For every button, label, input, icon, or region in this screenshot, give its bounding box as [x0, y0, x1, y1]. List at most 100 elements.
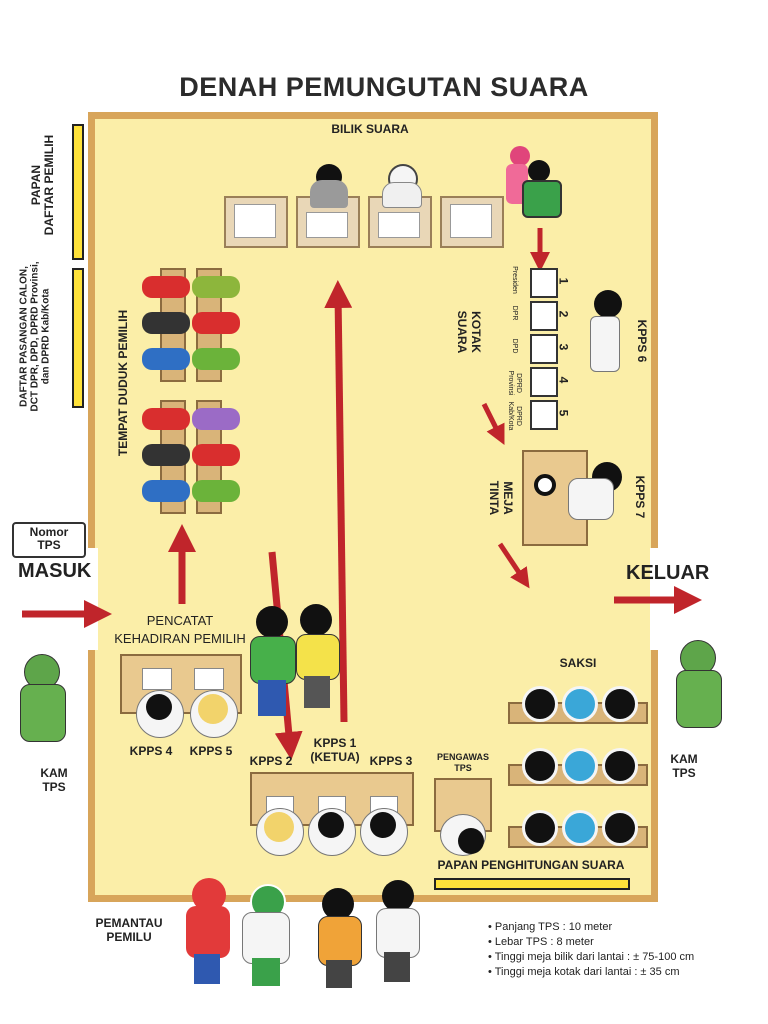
arrow-ink-to-exit	[497, 542, 530, 589]
saksi-witness-icon	[602, 686, 638, 722]
observer-body-icon	[186, 906, 230, 958]
seated-voter-icon	[142, 408, 190, 430]
security-body-icon	[676, 670, 722, 728]
pemantau-pemilu-label: PEMANTAU PEMILU	[95, 916, 163, 944]
pengawas-tps-label: PENGAWAS TPS	[436, 752, 489, 773]
ink-bottle-icon	[534, 474, 556, 496]
arrow-to-booths	[324, 280, 353, 723]
observer-body-icon	[242, 912, 290, 964]
dimension-note: Tinggi meja bilik dari lantai : ± 75-100…	[488, 950, 694, 965]
observer-head-icon	[382, 880, 414, 912]
saksi-witness-icon	[562, 810, 598, 846]
walking-voter-legs-icon	[304, 676, 330, 708]
voting-booth-4	[440, 196, 504, 248]
bilik-suara-label: BILIK SUARA	[331, 122, 409, 136]
seated-voter-icon	[192, 348, 240, 370]
voter-body-icon	[310, 180, 348, 208]
walking-voter-body-icon	[250, 636, 296, 684]
observer-body-icon	[318, 916, 362, 966]
ballot-box-icon	[530, 367, 558, 397]
wheelchair-icon	[522, 180, 562, 218]
masuk-label: MASUK	[18, 560, 92, 582]
seated-voter-icon	[142, 480, 190, 502]
saksi-area	[508, 676, 648, 848]
keluar-label: KELUAR	[626, 562, 710, 584]
companion-hijab-icon	[510, 146, 530, 166]
saksi-witness-icon	[522, 748, 558, 784]
kpps6-body-icon	[590, 316, 620, 372]
seated-voter-icon	[192, 408, 240, 430]
ink-table	[522, 450, 588, 546]
saksi-witness-icon	[522, 810, 558, 846]
ballot-box-icon	[530, 400, 558, 430]
kpps5-label: KPPS 5	[189, 744, 233, 758]
seated-voter-icon	[192, 444, 240, 466]
kpps6-label: KPPS 6	[635, 319, 649, 363]
seated-voter-icon	[142, 348, 190, 370]
ballot-box-number: 4	[556, 376, 571, 384]
walking-voter-head-icon	[300, 604, 332, 636]
dimension-note: Panjang TPS : 10 meter	[488, 920, 694, 935]
papan-penghitungan-label: PAPAN PENGHITUNGAN SUARA	[437, 858, 625, 872]
observer-legs-icon	[252, 958, 280, 986]
kpps3-label: KPPS 3	[369, 754, 413, 768]
saksi-witness-icon	[522, 686, 558, 722]
seated-voter-icon	[192, 276, 240, 298]
kotak-suara-label: KOTAK SUARA	[455, 310, 483, 354]
nomor-tps-label: Nomor TPS	[29, 525, 69, 552]
kam-tps-right-label: KAM TPS	[670, 752, 698, 780]
pengawas-head-icon	[458, 828, 484, 854]
kpps4-label: KPPS 4	[129, 744, 173, 758]
diagram-title: DENAH PEMUNGUTAN SUARA	[179, 72, 589, 102]
seated-voter-icon	[192, 480, 240, 502]
papan-daftar-pemilih-board	[72, 124, 84, 260]
arrow-box-to-ink	[481, 402, 505, 445]
kpps4-head-icon	[146, 694, 172, 720]
seated-voter-icon	[142, 312, 190, 334]
dimension-notes: Panjang TPS : 10 meterLebar TPS : 8 mete…	[488, 920, 694, 980]
kpps6-head-icon	[594, 290, 622, 318]
observer-legs-icon	[326, 960, 352, 988]
tempat-duduk-pemilih-label: TEMPAT DUDUK PEMILIH	[116, 309, 130, 457]
seated-voter-icon	[192, 312, 240, 334]
kam-tps-left-label: KAM TPS	[40, 766, 68, 794]
kpps1-label: KPPS 1 (KETUA)	[310, 736, 360, 764]
ballot-box-number: 3	[556, 343, 571, 351]
kpps7-label: KPPS 7	[633, 475, 647, 519]
ballot-box-icon	[530, 301, 558, 331]
security-body-icon	[20, 684, 66, 742]
ballot-box-icon	[530, 268, 558, 298]
ballot-box-number: 5	[556, 409, 571, 417]
ballot-box-type-label: DPRD Kab/Kota	[507, 401, 522, 431]
kpps2-label: KPPS 2	[249, 754, 293, 768]
ballot-box-icon	[530, 334, 558, 364]
wheelchair-voter-head-icon	[528, 160, 550, 182]
seated-voter-icon	[142, 276, 190, 298]
saksi-witness-icon	[562, 686, 598, 722]
kpps2-hijab-icon	[264, 812, 294, 842]
nomor-tps-sign: Nomor TPS	[12, 522, 86, 558]
observer-head-icon	[322, 888, 354, 920]
walking-voter-head-icon	[256, 606, 288, 638]
saksi-label: SAKSI	[559, 656, 597, 670]
ballot-box-5: DPRD Kab/Kota 5	[507, 400, 578, 430]
dimension-note: Tinggi meja kotak dari lantai : ± 35 cm	[488, 965, 694, 980]
walking-voter-body-icon	[296, 634, 340, 680]
saksi-witness-icon	[602, 810, 638, 846]
observer-body-icon	[376, 908, 420, 958]
ballot-box-number: 2	[556, 310, 571, 318]
daftar-pasangan-board	[72, 268, 84, 408]
seated-voter-icon	[142, 444, 190, 466]
saksi-witness-icon	[602, 748, 638, 784]
dimension-note: Lebar TPS : 8 meter	[488, 935, 694, 950]
voting-booth-1	[224, 196, 288, 248]
papan-penghitungan-board	[434, 878, 630, 890]
observer-legs-icon	[384, 952, 410, 982]
kpps3-head-icon	[370, 812, 396, 838]
